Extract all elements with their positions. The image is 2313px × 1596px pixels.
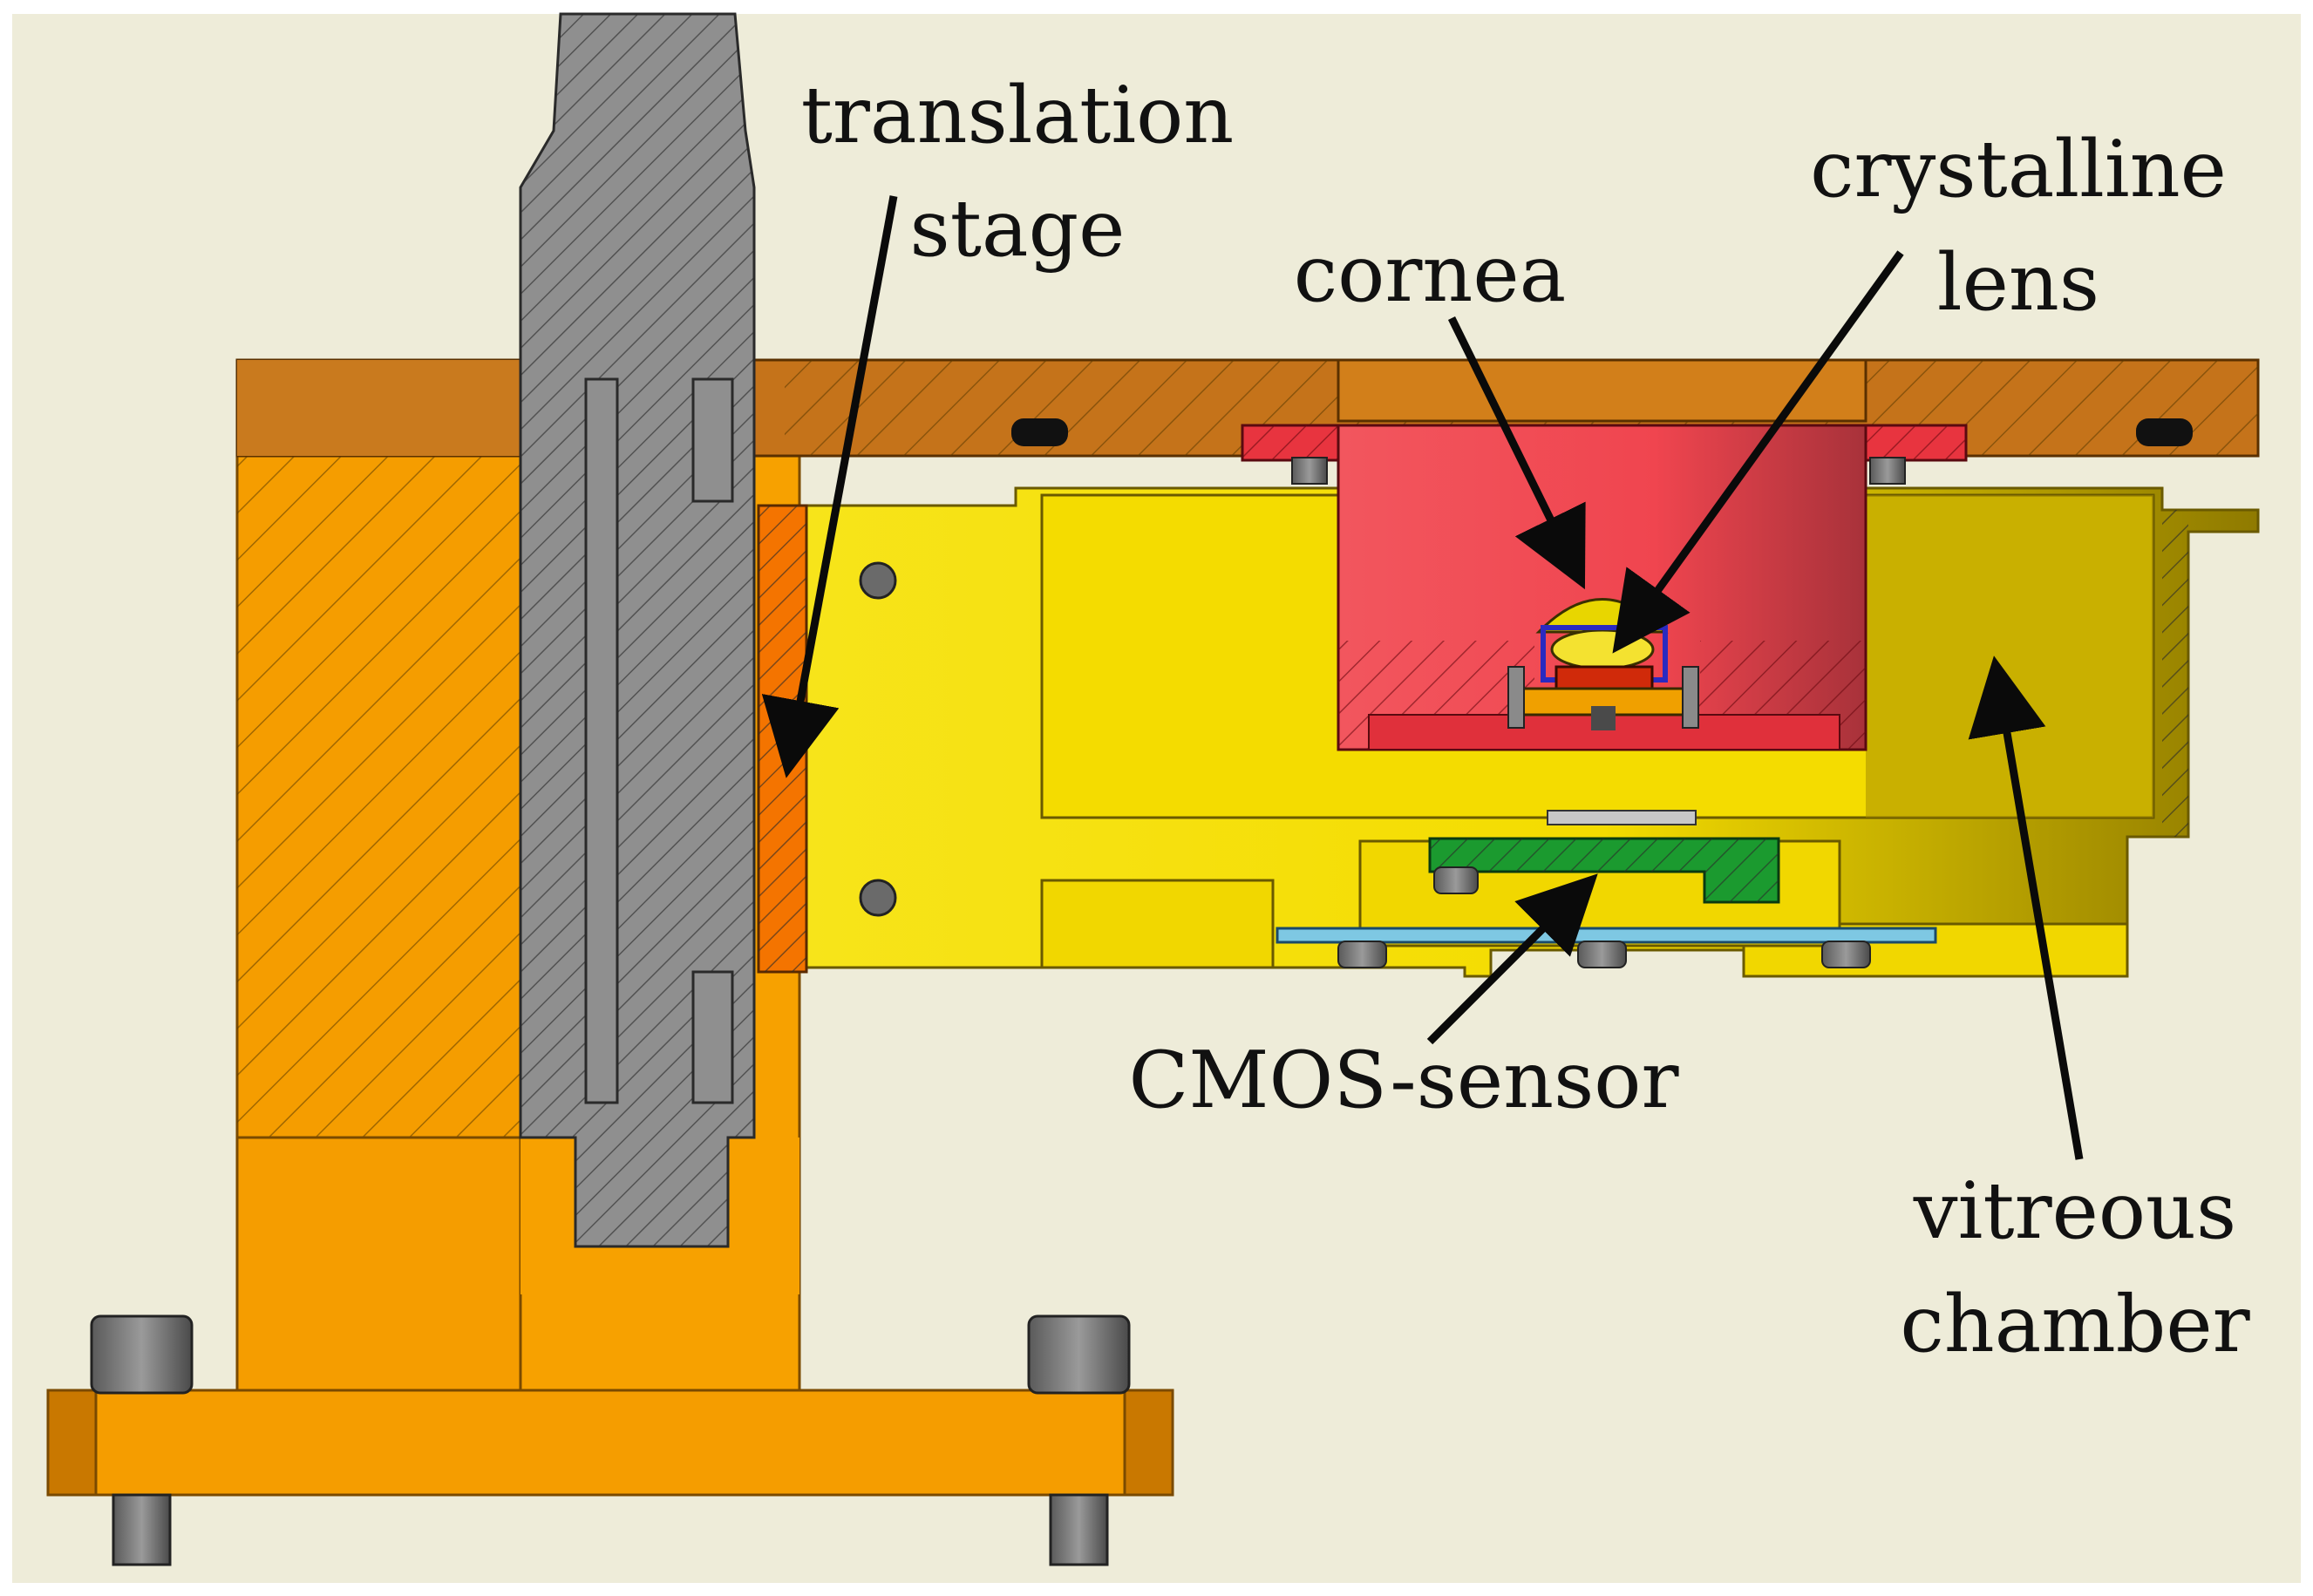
arrow-translation-stage — [761, 195, 898, 778]
label-crystalline-lens: crystalline lens — [1810, 131, 2227, 323]
sensor-assembly — [1276, 810, 1937, 968]
label-vitreous-chamber-line2: chamber — [1900, 1279, 2250, 1370]
label-crystalline-lens-line1: crystalline — [1810, 124, 2227, 215]
base-bolt-left — [90, 1314, 194, 1566]
label-cornea: cornea — [1294, 235, 1567, 314]
yellow-chamber-body — [800, 486, 2260, 978]
cornea-and-lens — [1507, 598, 1699, 730]
label-crystalline-lens-line2: lens — [1936, 237, 2100, 329]
label-vitreous-chamber-line1: vitreous — [1913, 1165, 2237, 1257]
arrow-crystalline-lens — [1612, 250, 1904, 654]
label-vitreous-chamber: vitreous chamber — [1900, 1172, 2249, 1364]
label-cornea-text: cornea — [1293, 228, 1567, 320]
arrow-vitreous-chamber — [1968, 655, 2084, 1160]
annotation-arrows — [761, 195, 2084, 1160]
label-translation-stage-line2: stage — [909, 183, 1126, 275]
label-cmos-sensor-text: CMOS-sensor — [1128, 1035, 1679, 1126]
label-translation-stage: translation stage — [801, 77, 1235, 268]
arrow-cornea — [1447, 316, 1586, 590]
label-cmos-sensor: CMOS-sensor — [1129, 1042, 1679, 1120]
arrow-cmos-sensor — [1426, 873, 1598, 1045]
base-bolt-right — [1027, 1314, 1131, 1566]
red-cornea-mount — [1241, 424, 1968, 751]
label-translation-stage-line1: translation — [800, 70, 1235, 161]
grey-translation-stage — [519, 12, 756, 1248]
